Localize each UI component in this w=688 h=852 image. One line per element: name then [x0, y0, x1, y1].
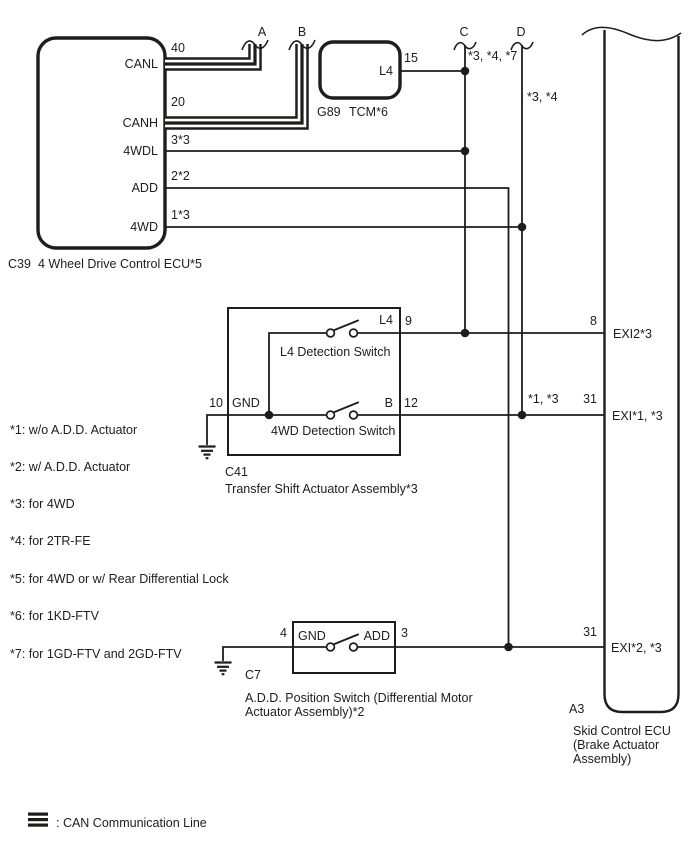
break-mark-c — [453, 41, 477, 51]
c7-pin-gnd-label: GND — [298, 629, 326, 643]
branch-c-note: *3, *4, *7 — [468, 49, 517, 63]
footnote-6: *6: for 1KD-FTV — [10, 609, 100, 623]
l4-detection-switch-label: L4 Detection Switch — [280, 345, 391, 359]
add-position-switch-symbol — [325, 633, 359, 652]
footnote-4: *4: for 2TR-FE — [10, 534, 91, 548]
c41-pin-gnd-label: GND — [232, 396, 260, 410]
skid-name-line3: Assembly) — [573, 752, 631, 766]
ecu-pin-add-label: ADD — [132, 181, 158, 195]
branch-d-label: D — [516, 25, 525, 39]
c7-pin-add-label: ADD — [364, 629, 390, 643]
branch-d-note: *3, *4 — [527, 90, 558, 104]
can-line-icon — [28, 812, 48, 827]
ecu-terminal-2: 2*2 — [171, 169, 190, 183]
junction-dot — [504, 642, 513, 652]
junction-dot — [517, 222, 527, 232]
break-mark-a — [241, 39, 269, 51]
ecu-terminal-40: 40 — [171, 41, 185, 55]
branch-a-label: A — [258, 25, 267, 39]
wire-c7-gnd — [222, 646, 331, 661]
exi1-wire-note: *1, *3 — [528, 392, 559, 406]
ecu-pin-4wd-label: 4WD — [130, 220, 158, 234]
skid-terminal-31-bottom: 31 — [583, 625, 597, 639]
c7-connector-code: C7 — [245, 668, 261, 682]
junction-dot — [264, 410, 274, 420]
branch-c-label: C — [459, 25, 468, 39]
junction-dot — [460, 146, 470, 156]
ground-symbol-c41 — [198, 445, 216, 460]
footnote-7: *7: for 1GD-FTV and 2GD-FTV — [10, 647, 182, 661]
footnotes: *1: w/o A.D.D. Actuator *2: w/ A.D.D. Ac… — [10, 423, 229, 661]
can-line-canl — [165, 44, 262, 71]
branch-b-label: B — [298, 25, 306, 39]
skid-connector-code: A3 — [569, 702, 584, 716]
skid-pin-exi1-label: EXI*1, *3 — [612, 409, 663, 423]
footnote-5: *5: for 4WD or w/ Rear Differential Lock — [10, 572, 229, 586]
legend-can-label: : CAN Communication Line — [56, 816, 207, 830]
footnote-3: *3: for 4WD — [10, 497, 75, 511]
wire-l4-switch-left — [268, 332, 331, 415]
break-mark-b — [288, 39, 316, 51]
ecu-pin-canh-label: CANH — [123, 116, 158, 130]
wire-c41-gnd — [206, 414, 331, 445]
ecu-terminal-1: 1*3 — [171, 208, 190, 222]
tcm-connector-code: G89 — [317, 105, 341, 119]
footnote-1: *1: w/o A.D.D. Actuator — [10, 423, 137, 437]
ecu-terminal-3: 3*3 — [171, 133, 190, 147]
tcm-pin-l4-label: L4 — [379, 64, 393, 78]
c7-terminal-4: 4 — [280, 626, 287, 640]
c7-name-line2: Actuator Assembly)*2 — [245, 705, 365, 719]
c41-terminal-12: 12 — [404, 396, 418, 410]
skid-name-line2: (Brake Actuator — [573, 738, 659, 752]
ecu-c39-box — [36, 36, 167, 250]
ground-symbol-c7 — [214, 661, 232, 676]
skid-ecu-a3-box — [603, 30, 680, 714]
skid-name-line1: Skid Control ECU — [573, 724, 671, 738]
skid-pin-exi2-bottom-label: EXI*2, *3 — [611, 641, 662, 655]
can-line-canh — [165, 44, 309, 130]
wire-add — [165, 187, 510, 647]
c7-terminal-3: 3 — [401, 626, 408, 640]
ecu-pin-canl-label: CANL — [125, 57, 158, 71]
ecu-terminal-20: 20 — [171, 95, 185, 109]
junction-dot — [460, 66, 470, 76]
c41-terminal-9: 9 — [405, 314, 412, 328]
junction-dot — [517, 410, 527, 420]
tcm-name: TCM*6 — [349, 105, 388, 119]
ecu-name: 4 Wheel Drive Control ECU*5 — [38, 257, 202, 271]
junction-dot — [460, 328, 470, 338]
c41-connector-code: C41 — [225, 465, 248, 479]
skid-ecu-break-wave — [581, 26, 682, 42]
c41-pin-b-label: B — [385, 396, 393, 410]
break-mark-d — [510, 41, 534, 51]
skid-pin-exi2-top-label: EXI2*3 — [613, 327, 652, 341]
4wd-detection-switch-label: 4WD Detection Switch — [271, 424, 395, 438]
ecu-pin-4wdl-label: 4WDL — [123, 144, 158, 158]
legend: : CAN Communication Line — [28, 812, 207, 830]
c7-name-line1: A.D.D. Position Switch (Differential Mot… — [245, 691, 473, 705]
c41-pin-l4-label: L4 — [379, 313, 393, 327]
ecu-connector-code: C39 — [8, 257, 31, 271]
c41-terminal-10: 10 — [209, 396, 223, 410]
l4-detection-switch-symbol — [325, 319, 359, 338]
footnote-2: *2: w/ A.D.D. Actuator — [10, 460, 130, 474]
skid-terminal-8: 8 — [590, 314, 597, 328]
4wd-detection-switch-symbol — [325, 401, 359, 420]
tcm-g89-box — [318, 40, 402, 100]
skid-terminal-31-mid: 31 — [583, 392, 597, 406]
c41-name: Transfer Shift Actuator Assembly*3 — [225, 482, 418, 496]
tcm-terminal-15: 15 — [404, 51, 418, 65]
